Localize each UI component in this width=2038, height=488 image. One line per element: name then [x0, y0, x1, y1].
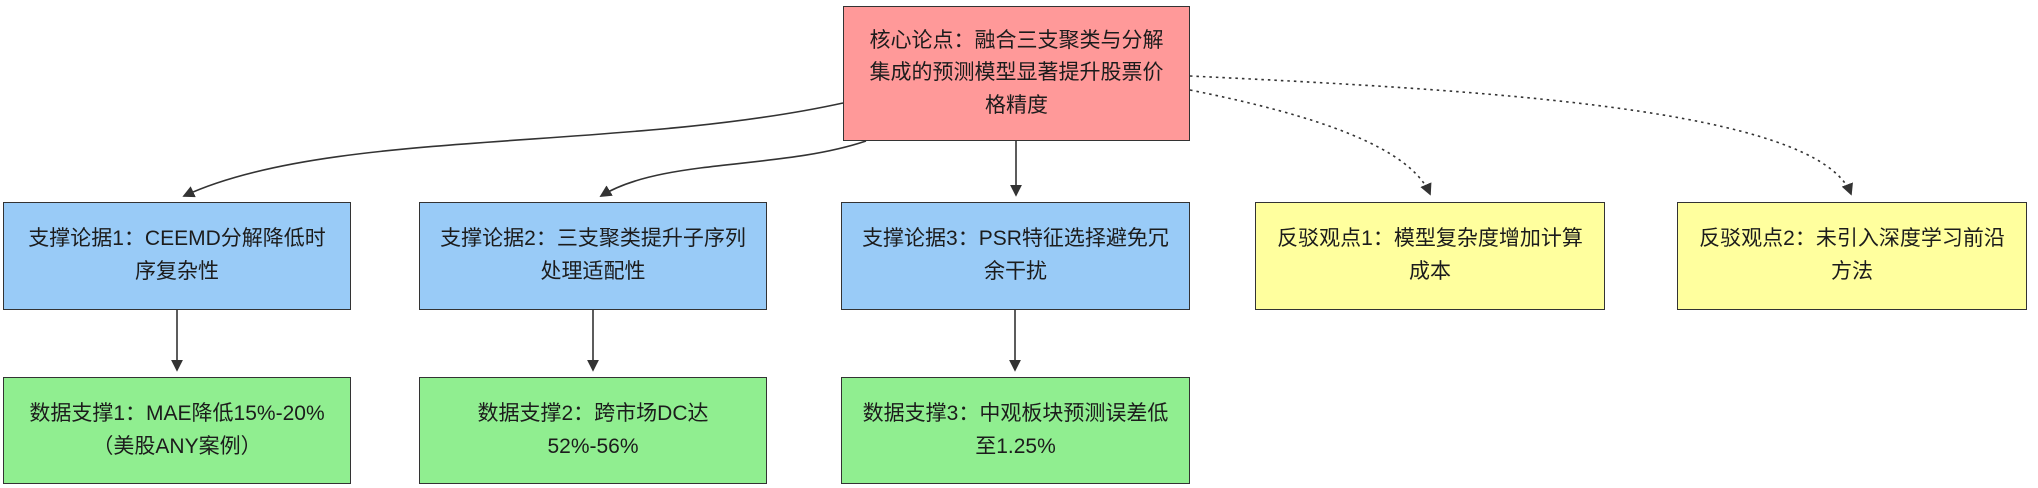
edge-core-to-support-1: [182, 102, 844, 198]
node-support-3-label: 支撑论据3：PSR特征选择避免冗余干扰: [862, 227, 1169, 283]
node-support-1-label: 支撑论据1：CEEMD分解降低时序复杂性: [28, 227, 326, 283]
node-rebuttal-1-label: 反驳观点1：模型复杂度增加计算成本: [1277, 227, 1583, 283]
node-core-thesis: 核心论点：融合三支聚类与分解集成的预测模型显著提升股票价格精度: [843, 6, 1190, 141]
edge-core-to-rebuttal-1: [1189, 89, 1432, 196]
edge-core-to-support-2: [599, 140, 867, 197]
node-support-2: 支撑论据2：三支聚类提升子序列处理适配性: [419, 202, 767, 310]
node-evidence-3-label: 数据支撑3：中观板块预测误差低至1.25%: [862, 401, 1169, 458]
node-evidence-1: 数据支撑1：MAE降低15%-20%（美股ANY案例）: [3, 377, 351, 484]
node-evidence-1-label: 数据支撑1：MAE降低15%-20%（美股ANY案例）: [29, 401, 325, 458]
node-rebuttal-2: 反驳观点2：未引入深度学习前沿方法: [1677, 202, 2027, 310]
node-support-3: 支撑论据3：PSR特征选择避免冗余干扰: [841, 202, 1190, 310]
node-rebuttal-2-label: 反驳观点2：未引入深度学习前沿方法: [1699, 227, 2005, 283]
node-core-thesis-label: 核心论点：融合三支聚类与分解集成的预测模型显著提升股票价格精度: [869, 28, 1164, 117]
edge-core-to-rebuttal-2: [1189, 75, 1853, 196]
node-support-1: 支撑论据1：CEEMD分解降低时序复杂性: [3, 202, 351, 310]
node-evidence-3: 数据支撑3：中观板块预测误差低至1.25%: [841, 377, 1190, 484]
node-rebuttal-1: 反驳观点1：模型复杂度增加计算成本: [1255, 202, 1605, 310]
node-support-2-label: 支撑论据2：三支聚类提升子序列处理适配性: [440, 227, 746, 283]
node-evidence-2-label: 数据支撑2：跨市场DC达52%-56%: [477, 401, 709, 458]
node-evidence-2: 数据支撑2：跨市场DC达52%-56%: [419, 377, 767, 484]
